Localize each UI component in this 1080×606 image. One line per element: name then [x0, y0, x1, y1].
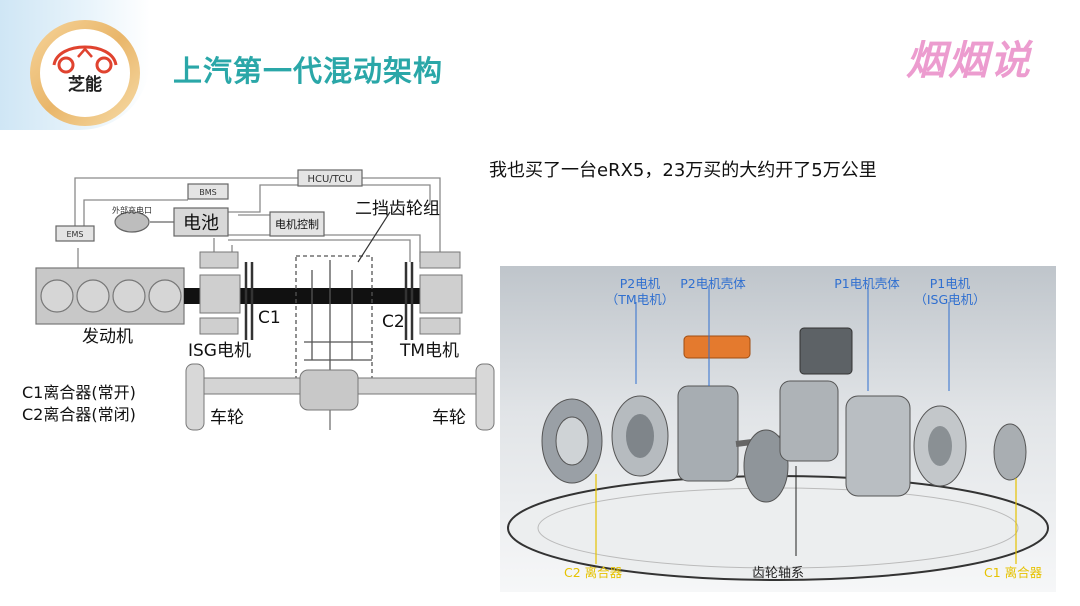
logo: [40, 29, 130, 117]
label-c2: C2: [382, 312, 405, 332]
label-gear-set: 二挡齿轮组: [355, 199, 440, 219]
isg-motor: [199, 274, 241, 314]
label-gear-shaft: 齿轮轴系: [752, 566, 805, 581]
motor-control-box: [269, 211, 325, 237]
c1-note: C1离合器(常开): [22, 383, 136, 402]
hybrid-schematic: HCU/TCU BMS EMS 外部充电口 电池 电机控制 二挡齿轮组 发动机 …: [22, 169, 495, 431]
exploded-view-photo: P2电机（TM电机） P2电机壳体 P1电机壳体 P1电机（ISG电机） C2 …: [500, 266, 1056, 592]
tm-motor: [419, 274, 463, 314]
differential: [299, 369, 359, 411]
label-tm-motor: TM电机: [399, 341, 459, 361]
label-external-charge: 外部充电口: [112, 205, 152, 215]
label-c2-clutch: C2 离合器: [564, 565, 623, 580]
label-p1-motor: P1电机（ISG电机）: [914, 276, 986, 307]
wheel-right-shape: [475, 363, 495, 431]
label-c1-clutch: C1 离合器: [984, 565, 1043, 580]
battery-box: [173, 207, 229, 237]
label-isg-motor: ISG电机: [188, 341, 251, 361]
car-logo-icon: [52, 45, 118, 74]
c2-note: C2离合器(常闭): [22, 405, 136, 424]
comment-text: 我也买了一台eRX5，23万买的大约开了5万公里: [489, 160, 877, 181]
label-c1: C1: [258, 308, 281, 328]
charge-port: [114, 211, 150, 233]
logo-text: 芝能: [68, 75, 102, 95]
exploded-view-drawing: [507, 286, 1049, 581]
page-title: 上汽第一代混动架构: [173, 54, 444, 88]
label-bms: BMS: [199, 188, 216, 197]
label-engine: 发动机: [82, 327, 133, 347]
label-p2-motor: P2电机（TM电机）: [605, 276, 675, 307]
label-p2-housing: P2电机壳体: [680, 276, 746, 291]
bms-box: [187, 183, 229, 200]
label-wheel-left: 车轮: [210, 408, 244, 428]
main-shaft: [236, 288, 420, 304]
label-p1-housing: P1电机壳体: [834, 276, 900, 291]
label-hcu: HCU/TCU: [307, 174, 352, 185]
label-ems: EMS: [66, 230, 83, 239]
hcu-box: [297, 169, 363, 187]
ems-box: [55, 225, 95, 242]
label-motor-control: 电机控制: [275, 217, 319, 231]
brand-watermark: 烟烟说: [906, 38, 1032, 84]
label-wheel-right: 车轮: [432, 408, 466, 428]
label-battery: 电池: [183, 213, 219, 234]
wheel-left-shape: [185, 363, 205, 431]
